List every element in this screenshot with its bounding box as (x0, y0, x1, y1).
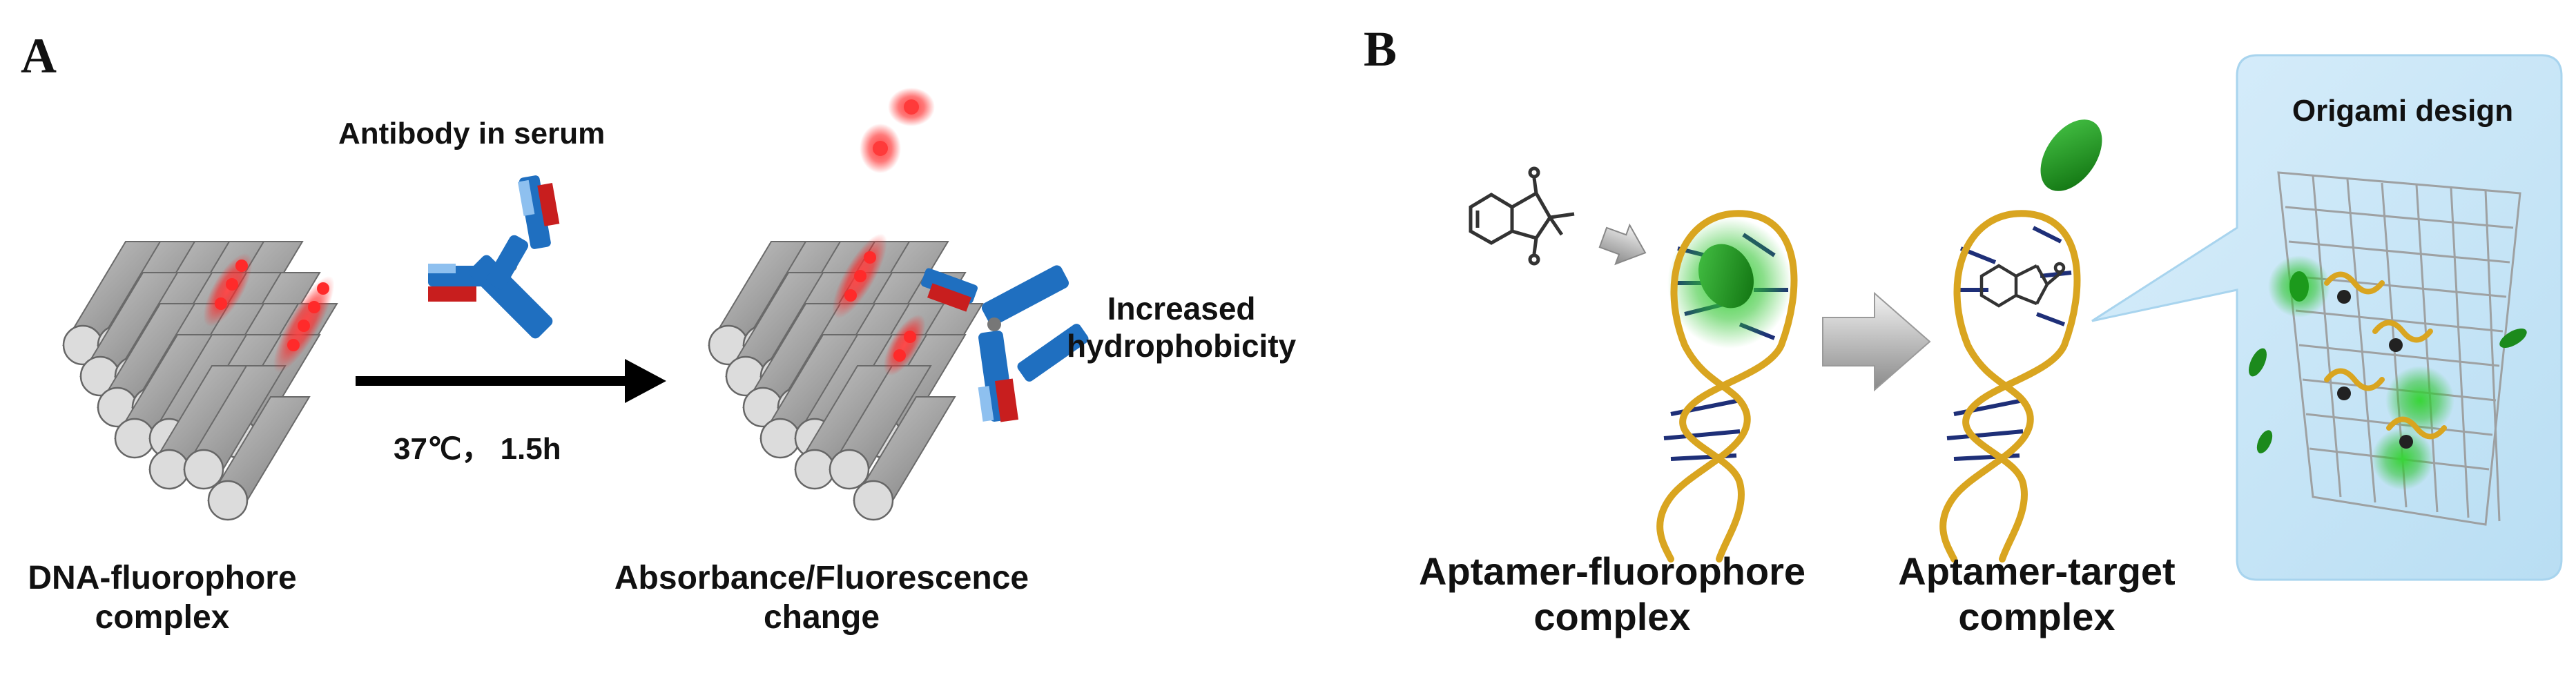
dna-fluorophore-complex-label: DNA-fluorophore complex (28, 560, 297, 636)
origami-design-label: Origami design (2292, 94, 2514, 128)
antibody-in-serum-label: Antibody in serum (338, 117, 606, 150)
target-molecule-icon (1469, 166, 1575, 266)
increased-hydrophobicity-label: Increased hydrophobicity (1067, 291, 1297, 364)
red-fluorophore-beads-right (832, 233, 926, 376)
released-green-fluorophore (2040, 119, 2102, 191)
red-fluorophore-beads-left (203, 253, 335, 373)
transition-arrow-icon (1822, 291, 1931, 392)
panel-a-letter: A (21, 28, 57, 84)
aptamer-fluorophore-complex (1656, 210, 1798, 562)
bound-antibody-icon (921, 265, 1089, 422)
absorbance-fluorescence-change-label: Absorbance/Fluorescence change (614, 560, 1029, 636)
incubation-condition-label: 37℃， 1.5h (394, 432, 561, 466)
released-fluorophores (860, 88, 935, 173)
aptamer-target-complex-label: Aptamer-target complex (1898, 549, 2176, 639)
origami-design-callout (2091, 54, 2563, 581)
dna-origami-bundle-left (62, 240, 338, 521)
antibody-icon (428, 175, 560, 339)
aptamer-target-complex (1939, 210, 2081, 562)
dna-origami-bundle-right (708, 233, 984, 521)
aptamer-fluorophore-complex-label: Aptamer-fluorophore complex (1419, 549, 1805, 639)
panel-b-letter: B (1364, 21, 1397, 77)
bound-molecule-icon (1979, 262, 2066, 308)
process-arrow (356, 359, 666, 403)
small-arrow-icon (1598, 223, 1647, 266)
